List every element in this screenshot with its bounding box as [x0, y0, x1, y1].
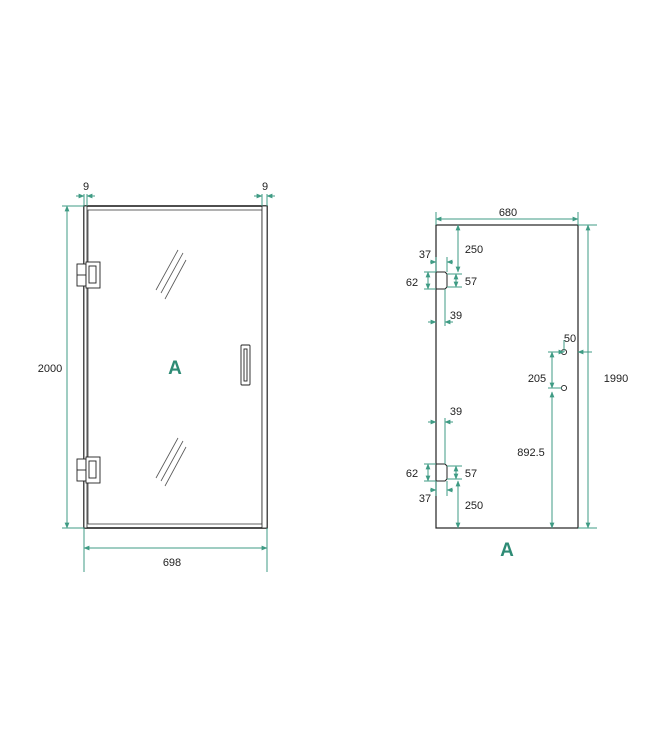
dim-glass-height [578, 224, 597, 529]
dim-hinge-top-depth [428, 289, 453, 326]
dim-hinge-top-height [424, 271, 436, 290]
top-hinge [76, 261, 101, 289]
dim-hinge-top-cutout [447, 273, 462, 288]
dim-handle-edge-label: 50 [564, 333, 576, 345]
top-hinge-cutout [436, 271, 448, 290]
dim-gap-right-label: 9 [262, 181, 268, 193]
dim-glass-height-label: 1990 [604, 373, 628, 385]
dim-width [83, 528, 268, 572]
dim-hinge-top-height-label: 62 [406, 277, 418, 289]
dim-hinge-bottom-cutout [447, 465, 462, 480]
dim-gap-left [76, 193, 95, 206]
dim-handle-height-label: 892.5 [517, 447, 545, 459]
panel-label-left: A [168, 358, 182, 379]
dim-hinge-bottom-height [424, 463, 436, 482]
right-glass-view: 680 1990 250 37 62 [406, 207, 628, 561]
glass-reflection-top [155, 249, 187, 300]
dim-hinge-top-cutout-label: 57 [465, 276, 477, 288]
dim-hinge-top-inset-label: 37 [419, 249, 431, 261]
dim-hinge-top-depth-label: 39 [450, 310, 462, 322]
handle-hole-bottom [560, 384, 568, 392]
dim-glass-width [435, 212, 579, 225]
dim-gap-right [254, 193, 275, 206]
bottom-hinge [76, 456, 101, 484]
glass-outline [435, 224, 579, 529]
dim-glass-width-label: 680 [499, 207, 517, 219]
left-door-view: 9 9 2000 698 A [38, 181, 275, 572]
dim-bottom-to-hinge-label: 250 [465, 500, 483, 512]
left-wall-profile [83, 205, 88, 529]
panel-label-right: A [500, 540, 514, 561]
dim-hinge-bottom-cutout-label: 57 [465, 468, 477, 480]
dim-hinge-bottom-depth-label: 39 [450, 406, 462, 418]
dim-height-label: 2000 [38, 363, 62, 375]
dim-hinge-bottom-depth [428, 418, 453, 464]
dim-top-to-hinge-label: 250 [465, 244, 483, 256]
dim-hinge-bottom-inset-label: 37 [419, 493, 431, 505]
dim-width-label: 698 [163, 557, 181, 569]
dim-gap-left-label: 9 [83, 181, 89, 193]
dim-hinge-bottom-inset [430, 481, 453, 496]
dim-handle-spacing [548, 351, 562, 389]
dim-height [62, 205, 84, 529]
door-handle [240, 344, 251, 386]
glass-reflection-bottom [155, 437, 187, 487]
dim-hinge-top-inset [430, 257, 453, 272]
bottom-hinge-cutout [436, 463, 448, 482]
dim-hinge-bottom-height-label: 62 [406, 468, 418, 480]
right-wall-profile [261, 205, 268, 529]
dim-handle-spacing-label: 205 [528, 373, 546, 385]
